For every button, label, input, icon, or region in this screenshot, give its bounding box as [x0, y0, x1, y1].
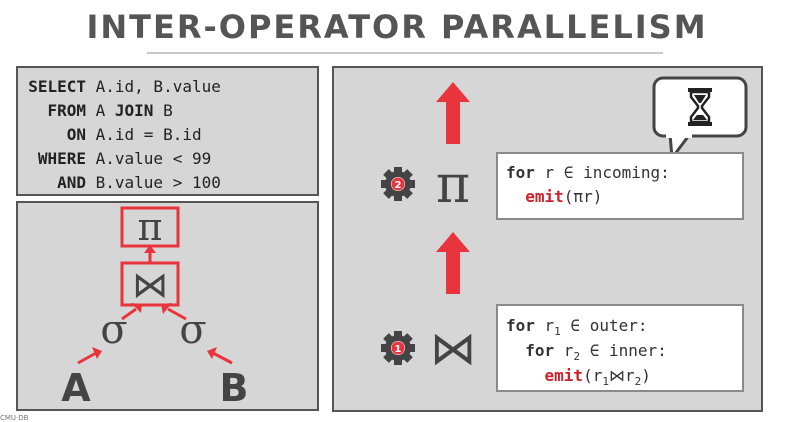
table-b-to-selection-arrowhead: [207, 347, 217, 359]
sql-keyword-where: WHERE: [37, 149, 86, 168]
page-title: INTER-OPERATOR PARALLELISM: [86, 8, 708, 46]
selection-node-right: σ: [179, 307, 206, 353]
join-node: ⋈: [132, 265, 168, 306]
sql-on-clause: A.id = B.id: [86, 125, 202, 144]
sql-keyword-join: JOIN: [114, 101, 154, 120]
sql-from-table-b: B: [153, 101, 173, 120]
left-selection-to-join-edge: [121, 307, 137, 321]
right-selection-to-join-arrowhead: [161, 303, 172, 314]
code-emit-close: ): [641, 366, 651, 385]
sql-query: SELECT A.id, B.value FROM A JOIN B ON A.…: [24, 75, 221, 195]
code-incoming-loop: r ∈ incoming:: [534, 163, 670, 182]
code-for-keyword: for: [506, 163, 535, 182]
right-selection-to-join-edge: [167, 307, 187, 321]
join-node-box: [120, 261, 180, 307]
code-emit-subscript-1: 1: [602, 375, 609, 388]
code-inner-subscript: 2: [573, 350, 581, 363]
sql-from-table-a: A: [86, 101, 115, 120]
query-plan-tree: π ⋈ σ σ A B: [61, 205, 249, 409]
worker-number-2: 2: [395, 180, 402, 191]
sql-and-clause: B.value > 100: [86, 173, 221, 192]
worker-number-1: 1: [395, 344, 402, 355]
query-plan-panel: π ⋈ σ σ A B: [16, 201, 319, 411]
join-code-box: for r1 ∈ outer: for r2 ∈ inner: emit(r1⋈…: [496, 304, 744, 392]
join-operator: ⋈: [430, 321, 476, 375]
code-for-outer-keyword: for: [506, 316, 535, 335]
sql-query-panel: SELECT A.id, B.value FROM A JOIN B ON A.…: [16, 66, 319, 196]
left-selection-to-join-arrowhead: [131, 303, 142, 313]
table-a-to-selection-arrowhead: [92, 347, 102, 359]
table-b-to-selection-edge: [212, 351, 233, 365]
code-emit-subscript-2: 2: [634, 375, 642, 388]
code-for-inner-keyword: for: [525, 341, 555, 360]
sql-keyword-on: ON: [66, 125, 86, 144]
selection-node-left: σ: [100, 307, 127, 353]
table-a-to-selection-edge: [77, 351, 97, 365]
projection-code-box: for r ∈ incoming: emit(πr): [496, 152, 744, 220]
sql-keyword-from: FROM: [47, 101, 86, 120]
sql-where-clause: A.value < 99: [86, 149, 212, 168]
output-arrow-top: [436, 82, 470, 144]
projection-node: π: [138, 205, 163, 249]
worker-gear-icon-2: 2: [381, 167, 415, 201]
code-emit-open: (r: [583, 366, 603, 385]
sql-select-clause: A.id, B.value: [86, 77, 221, 96]
table-a: A: [61, 366, 91, 409]
code-emit-join-keyword: emit: [544, 366, 584, 385]
sql-keyword-select: SELECT: [28, 77, 86, 96]
hourglass-icon: [688, 88, 712, 126]
table-b: B: [220, 366, 249, 409]
execution-graphics: 2 π 1 ⋈: [381, 76, 748, 375]
code-emit-keyword: emit: [525, 187, 564, 206]
code-outer-subscript: 1: [554, 325, 561, 338]
code-inner-var: r: [554, 341, 574, 360]
output-arrow-middle: [436, 232, 470, 294]
worker-gear-icon-1: 1: [381, 331, 415, 365]
title-divider: [147, 52, 663, 54]
join-to-projection-arrowhead: [144, 245, 156, 253]
code-inner-loop: ∈ inner:: [580, 341, 667, 360]
footer-logo: CMU·DB: [0, 414, 29, 422]
code-outer-var: r: [534, 316, 555, 335]
code-emit-join-symbol: ⋈: [608, 366, 625, 385]
code-emit-projection: (πr): [563, 187, 603, 206]
code-emit-r: r: [624, 366, 635, 385]
sql-keyword-and: AND: [57, 173, 86, 192]
projection-operator: π: [436, 155, 470, 215]
execution-panel: 2 π 1 ⋈: [332, 66, 763, 412]
code-outer-loop: ∈ outer:: [560, 316, 648, 335]
